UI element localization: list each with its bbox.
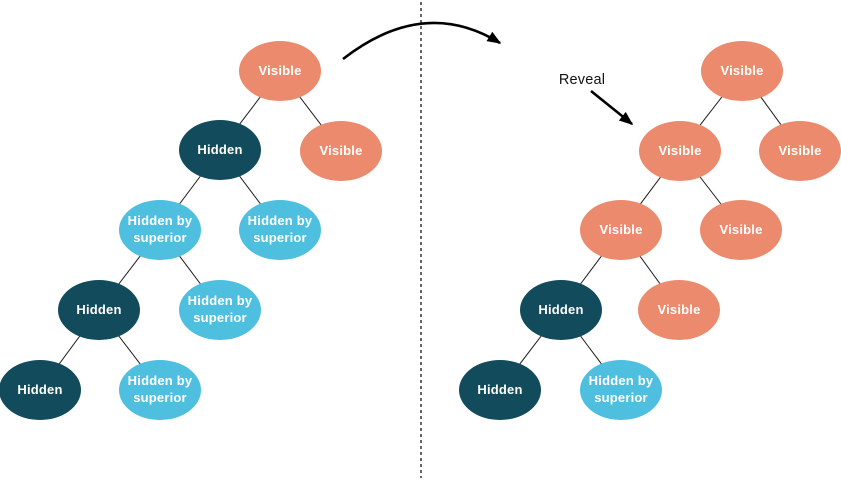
left-tree-node-4: Hidden by superior [119,200,201,260]
right-tree-node-4: Visible [580,200,662,260]
left-tree-node-7: Hidden by superior [179,280,261,340]
right-tree-node-3: Visible [759,121,841,181]
right-tree-node-root: Visible [701,41,783,101]
right-tree-node-5: Visible [700,200,782,260]
reveal-arrow [590,89,634,126]
left-tree-node-8: Hidden [0,360,81,420]
right-tree-node-8: Hidden [459,360,541,420]
left-tree-node-3: Visible [300,121,382,181]
right-tree-node-7: Visible [638,280,720,340]
right-tree-node-6: Hidden [520,280,602,340]
right-tree-node-9: Hidden by superior [580,360,662,420]
reveal-label: Reveal [558,72,606,88]
left-tree-node-9: Hidden by superior [119,360,201,420]
left-tree-node-root: Visible [239,41,321,101]
left-tree-node-2: Hidden [179,120,261,180]
right-tree-node-2: Visible [639,121,721,181]
left-tree-node-6: Hidden [58,280,140,340]
left-tree-node-5: Hidden by superior [239,200,321,260]
transform-arrow [342,21,502,61]
